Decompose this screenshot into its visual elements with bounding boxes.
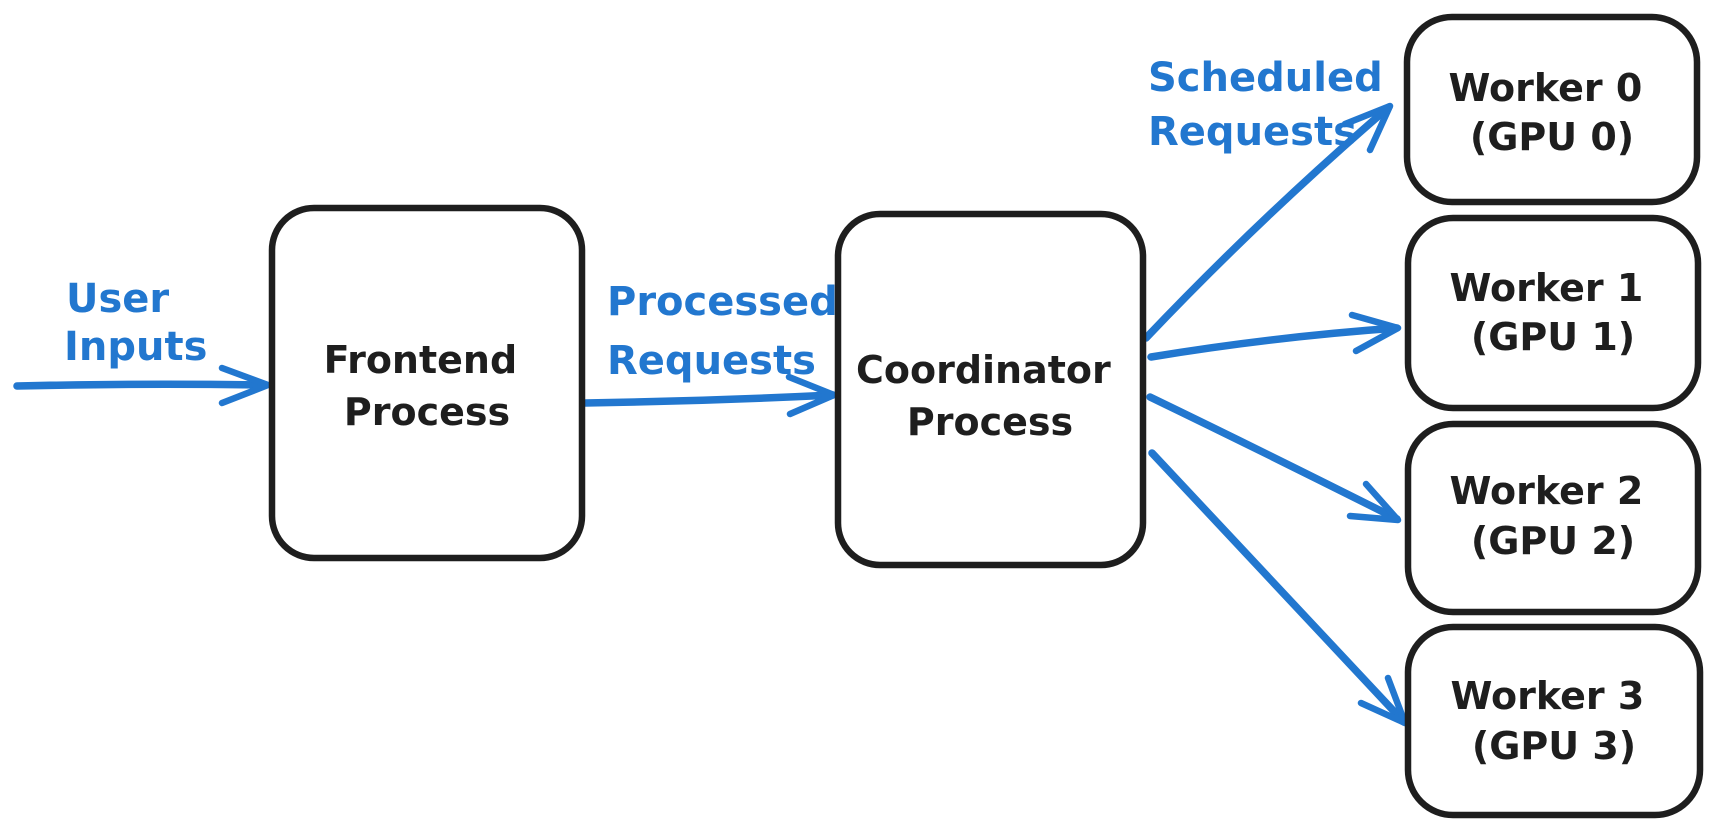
node-label: Worker 1 (GPU 1) — [1449, 266, 1656, 359]
edge-label-user-inputs: User Inputs — [64, 276, 207, 370]
edge-label-processed-requests: Processed Requests — [607, 279, 852, 384]
node-label-line: (GPU 0) — [1470, 115, 1634, 159]
node-label: Worker 2 (GPU 2) — [1449, 469, 1656, 563]
arrow-shaft — [581, 391, 837, 407]
edge-label-line: Processed — [607, 279, 838, 325]
arrow-frontend-to-coordinator — [581, 373, 838, 418]
arrow-shaft — [1148, 449, 1408, 726]
node-box — [1403, 13, 1701, 206]
node-frontend-process: Frontend Process — [268, 204, 586, 562]
arrow-shaft — [1147, 324, 1401, 361]
node-box — [1404, 420, 1702, 616]
node-coordinator-process: Coordinator Process — [834, 210, 1147, 569]
arrowhead-icon — [1348, 311, 1402, 355]
node-label: Worker 0 (GPU 0) — [1448, 66, 1655, 159]
node-label: Coordinator Process — [856, 348, 1124, 444]
node-box — [1404, 214, 1702, 412]
node-box — [1404, 623, 1704, 819]
node-label-line: Worker 1 — [1449, 266, 1643, 310]
node-label-line: Coordinator — [856, 348, 1111, 392]
node-label: Frontend Process — [324, 338, 531, 434]
node-box — [268, 204, 586, 562]
node-worker-2-gpu-2: Worker 2 (GPU 2) — [1404, 420, 1702, 616]
arrow-shaft — [1146, 393, 1401, 523]
node-label-line: Worker 2 — [1449, 469, 1643, 513]
node-label-line: Worker 0 — [1448, 66, 1642, 110]
edge-label-line: Inputs — [64, 324, 207, 370]
node-label: Worker 3 (GPU 3) — [1450, 674, 1657, 768]
node-label-line: Worker 3 — [1450, 674, 1644, 718]
node-label-line: (GPU 3) — [1472, 724, 1636, 768]
arrowhead-icon — [1346, 480, 1402, 524]
arrow-coordinator-to-worker-0 — [1142, 102, 1394, 342]
node-label-line: Frontend — [324, 338, 518, 382]
node-worker-0-gpu-0: Worker 0 (GPU 0) — [1403, 13, 1701, 206]
node-label-line: (GPU 2) — [1471, 519, 1635, 563]
edge-label-line: Requests — [607, 338, 816, 384]
arrow-shaft — [1142, 103, 1393, 342]
arrow-shaft — [13, 380, 270, 390]
arrowhead-icon — [218, 364, 272, 407]
arrow-user-inputs-to-frontend — [13, 364, 272, 407]
arrowhead-icon — [1341, 102, 1394, 154]
arrowhead-icon — [785, 373, 838, 418]
edge-label-line: Scheduled — [1148, 55, 1383, 101]
edge-label-line: Requests — [1148, 109, 1357, 155]
node-worker-1-gpu-1: Worker 1 (GPU 1) — [1404, 214, 1702, 412]
edge-label-scheduled-requests: Scheduled Requests — [1148, 55, 1397, 155]
node-label-line: (GPU 1) — [1471, 315, 1635, 359]
arrow-coordinator-to-worker-2 — [1146, 393, 1402, 524]
node-label-line: Process — [907, 400, 1073, 444]
edge-label-line: User — [66, 276, 169, 322]
arrow-coordinator-to-worker-1 — [1147, 311, 1402, 361]
node-box — [834, 210, 1147, 569]
node-label-line: Process — [344, 390, 510, 434]
arrow-coordinator-to-worker-3 — [1148, 449, 1409, 727]
node-worker-3-gpu-3: Worker 3 (GPU 3) — [1404, 623, 1704, 819]
